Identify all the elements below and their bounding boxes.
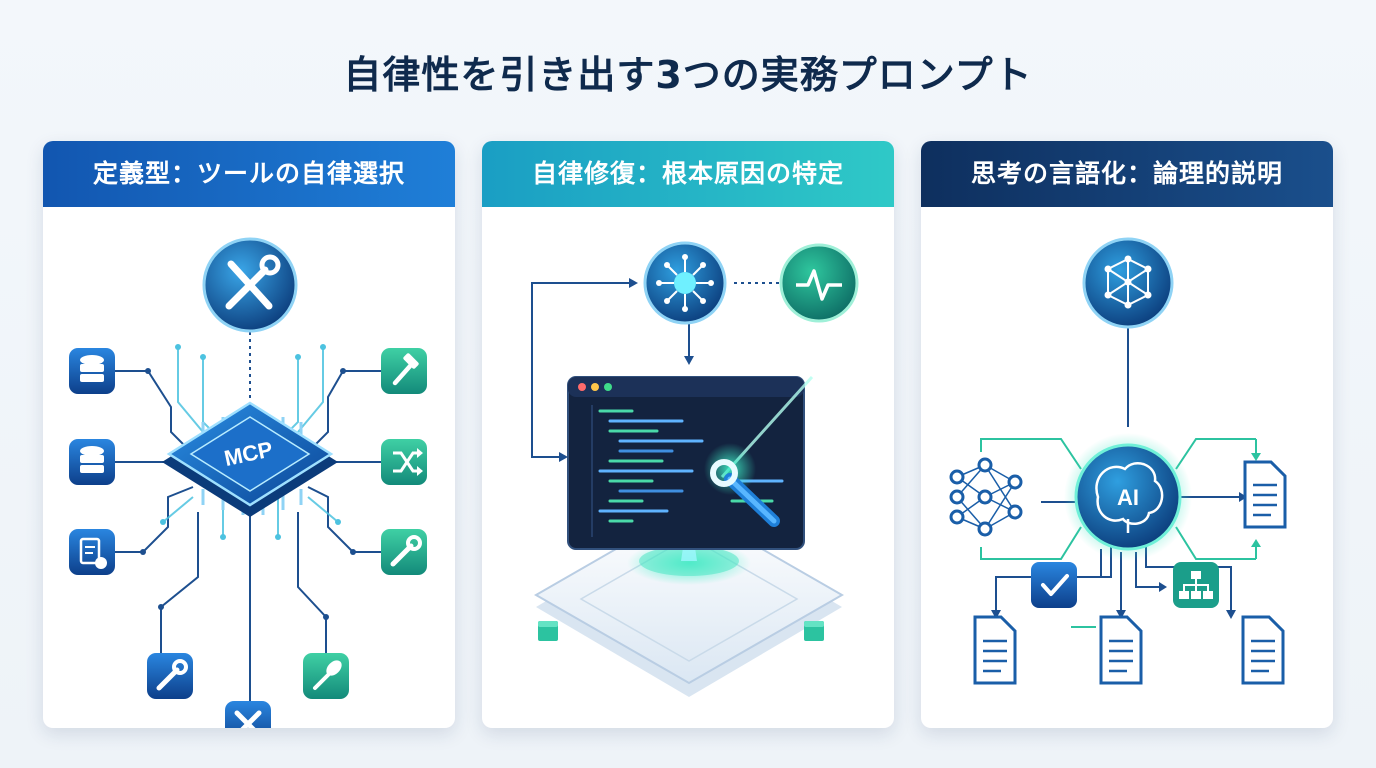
panel-verbalization: 思考の言語化：論理的説明 <box>921 141 1333 728</box>
mcp-chip: MCP <box>162 401 338 517</box>
page-title: 自律性を引き出す3つの実務プロンプト <box>343 53 1033 97</box>
wrench-icon <box>381 529 427 575</box>
hierarchy-icon <box>1173 562 1219 608</box>
document-icon <box>1243 460 1287 529</box>
database-icon <box>69 439 115 485</box>
cube-icon <box>804 621 824 641</box>
panel-body <box>482 207 894 728</box>
document-icon <box>1241 615 1285 685</box>
wrench-icon <box>147 653 193 699</box>
hammer-icon <box>381 348 427 394</box>
panel-body: MCP <box>43 207 455 728</box>
tools-cross-icon <box>225 701 271 728</box>
wrench-icon <box>710 459 780 527</box>
panel-header: 思考の言語化：論理的説明 <box>921 141 1333 207</box>
cube-icon <box>538 621 558 641</box>
document-icon <box>1099 615 1143 685</box>
shuffle-icon <box>381 439 427 485</box>
neural-network-icon <box>949 457 1023 537</box>
panel-header: 定義型：ツールの自律選択 <box>43 141 455 207</box>
database-icon <box>69 348 115 394</box>
panel-self-repair: 自律修復：根本原因の特定 <box>482 141 894 728</box>
pulse-monitor-icon <box>779 243 859 323</box>
code-editor-window <box>567 375 814 550</box>
panel-tool-selection: 定義型：ツールの自律選択 <box>43 141 455 728</box>
document-icon <box>69 529 115 575</box>
checkmark-icon <box>1031 562 1077 608</box>
wrench-screwdriver-icon <box>202 237 298 333</box>
neural-network-icon <box>1082 237 1174 329</box>
ai-label: AI <box>1117 485 1139 510</box>
panel-header: 自律修復：根本原因の特定 <box>482 141 894 207</box>
microphone-icon <box>303 653 349 699</box>
document-icon <box>973 615 1017 685</box>
brain-icon: AI <box>1064 433 1192 561</box>
panel-body: AI <box>921 207 1333 728</box>
network-node-icon <box>643 241 727 325</box>
